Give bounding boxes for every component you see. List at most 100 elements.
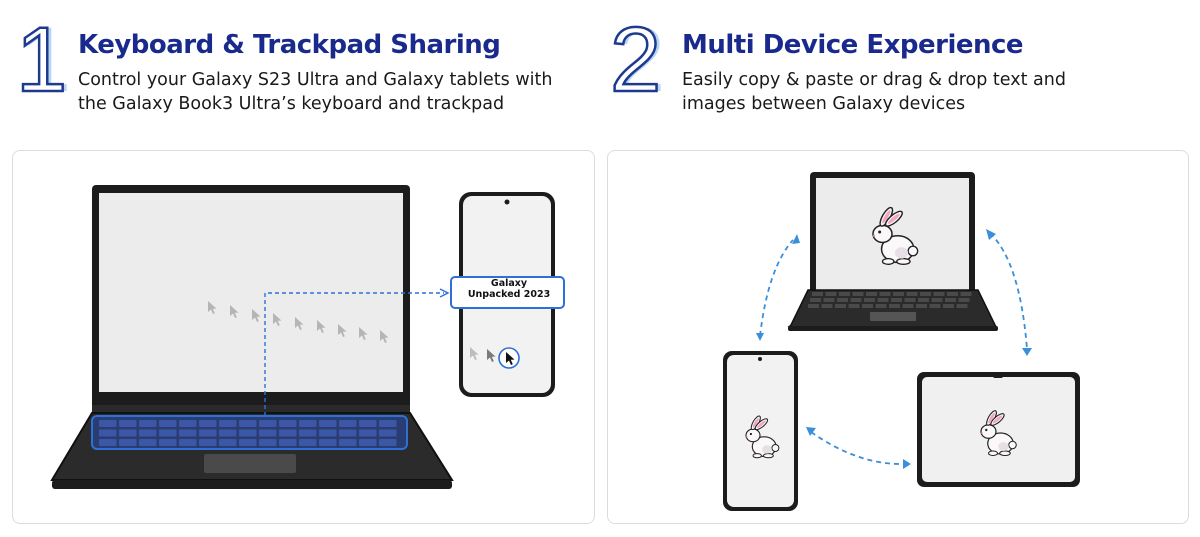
keyboard-key	[823, 298, 835, 302]
keyboard-key	[299, 420, 317, 427]
keyboard-key	[920, 292, 931, 296]
keyboard-key	[956, 304, 968, 308]
sync-arrows	[759, 232, 1028, 465]
keyboard-key	[359, 439, 377, 446]
section-2-title: Multi Device Experience	[682, 30, 1024, 60]
keyboard-key	[119, 429, 137, 437]
keyboard-key	[319, 429, 337, 437]
keyboard-key	[359, 420, 377, 427]
keyboard-key	[893, 292, 904, 296]
keyboard-key	[159, 429, 177, 437]
keyboard-key	[825, 292, 837, 296]
section-1-description-line-2: the Galaxy Book3 Ultra’s keyboard and tr…	[78, 94, 505, 114]
keyboard-key	[259, 439, 277, 446]
keyboard-key	[837, 298, 848, 302]
keyboard-key	[379, 439, 397, 446]
keyboard-key	[99, 439, 117, 446]
keyboard-key	[339, 429, 357, 437]
keyboard-key	[99, 429, 117, 437]
keyboard-key	[821, 304, 833, 308]
keyboard-key	[159, 420, 177, 427]
keyboard-key	[879, 292, 891, 296]
keyboard-key	[259, 429, 277, 437]
phone-screen-line-1: Galaxy	[490, 278, 528, 289]
keyboard-key	[379, 429, 397, 437]
keyboard-key	[119, 420, 137, 427]
keyboard-key	[219, 420, 237, 427]
keyboard-key	[889, 304, 900, 308]
keyboard-key	[918, 298, 929, 302]
keyboard-key	[848, 304, 860, 308]
keyboard-key	[199, 420, 217, 427]
phone-illustration	[450, 192, 565, 397]
keyboard-key	[850, 298, 862, 302]
keyboard-key	[906, 292, 918, 296]
keyboard-key	[279, 420, 297, 427]
keyboard-key	[929, 304, 941, 308]
keyboard-key	[866, 292, 877, 296]
keyboard-key	[852, 292, 864, 296]
keyboard-key	[119, 439, 137, 446]
phone-screen-line-2: Unpacked 2023	[467, 289, 551, 300]
keyboard-key	[279, 429, 297, 437]
keyboard-key	[810, 298, 821, 302]
keyboard-key	[219, 439, 237, 446]
keyboard-key	[839, 292, 850, 296]
keyboard-key	[808, 304, 819, 308]
keyboard-key	[159, 439, 177, 446]
keyboard-key	[299, 439, 317, 446]
keyboard-key	[877, 298, 889, 302]
keyboard-key	[239, 420, 257, 427]
section-2-description: Easily copy & paste or drag & drop text …	[682, 68, 1066, 116]
step-number-2: 2	[609, 9, 663, 111]
keyboard-key	[179, 439, 197, 446]
keyboard-key	[319, 420, 337, 427]
keyboard-key	[864, 298, 875, 302]
keyboard-key	[960, 292, 972, 296]
keyboard-key	[875, 304, 887, 308]
section-1-description: Control your Galaxy S23 Ultra and Galaxy…	[78, 68, 552, 116]
keyboard-key	[339, 420, 357, 427]
keyboard-key	[219, 429, 237, 437]
keyboard-key	[945, 298, 956, 302]
step-number-1-shadow: 1	[20, 9, 72, 111]
keyboard-key	[947, 292, 958, 296]
keyboard-key	[902, 304, 914, 308]
keyboard-key	[904, 298, 916, 302]
keyboard-key	[239, 439, 257, 446]
keyboard-key	[139, 429, 157, 437]
laptop-illustration	[50, 185, 454, 489]
keyboard-key	[835, 304, 846, 308]
laptop-2-illustration	[787, 172, 998, 330]
keyboard-key	[943, 304, 954, 308]
section-2-description-line-2: images between Galaxy devices	[682, 94, 966, 114]
keyboard-key	[199, 439, 217, 446]
phone-2-illustration	[723, 351, 798, 511]
step-number-2-shadow: 2	[614, 9, 666, 111]
keyboard-key	[299, 429, 317, 437]
keyboard-key	[812, 292, 823, 296]
keyboard-key	[359, 429, 377, 437]
keyboard-key	[931, 298, 943, 302]
keyboard-key	[179, 420, 197, 427]
keyboard-key	[958, 298, 970, 302]
laptop-2-keyboard	[788, 289, 998, 331]
keyboard-key	[933, 292, 945, 296]
keyboard-key	[199, 429, 217, 437]
keyboard-key	[139, 420, 157, 427]
section-1-title: Keyboard & Trackpad Sharing	[78, 30, 501, 60]
keyboard-key	[379, 420, 397, 427]
keyboard-key	[891, 298, 902, 302]
keyboard-key	[99, 420, 117, 427]
section-2-description-line-1: Easily copy & paste or drag & drop text …	[682, 70, 1066, 90]
keyboard-key	[916, 304, 927, 308]
keyboard-key	[319, 439, 337, 446]
keyboard-key	[339, 439, 357, 446]
phone-screen-text: Galaxy Unpacked 2023	[454, 278, 564, 308]
keyboard-key	[239, 429, 257, 437]
keyboard-key	[179, 429, 197, 437]
tablet-illustration	[917, 372, 1080, 487]
keyboard-key	[862, 304, 873, 308]
keyboard-key	[279, 439, 297, 446]
